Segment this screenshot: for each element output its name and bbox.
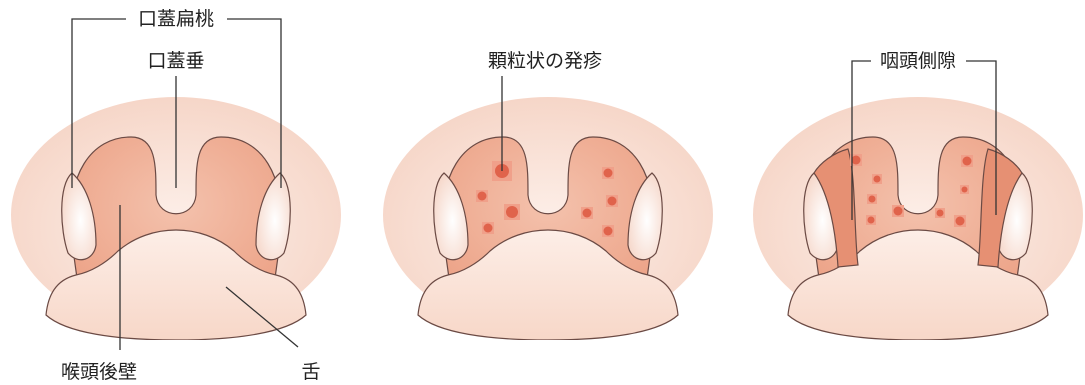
panel-lateral	[753, 97, 1083, 340]
label-rash: 顆粒状の発疹	[488, 50, 602, 72]
label-uvula: 口蓋垂	[147, 50, 204, 72]
label-posterior-wall: 喉頭後壁	[61, 361, 137, 383]
label-tonsil: 口蓋扁桃	[138, 8, 214, 30]
label-tongue: 舌	[301, 361, 320, 383]
panel-granular	[383, 97, 713, 340]
label-lateral: 咽頭側隙	[880, 50, 956, 72]
